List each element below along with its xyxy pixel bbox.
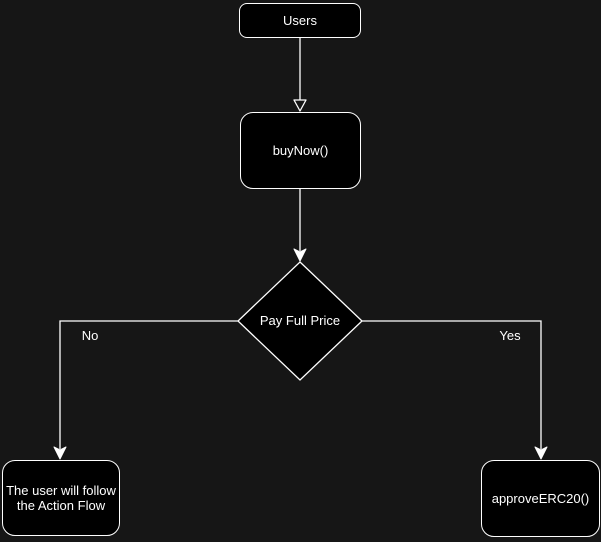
node-users[interactable]: Users [239,3,361,38]
node-decision-label: Pay Full Price [259,313,341,328]
edge-label-no: No [81,328,99,343]
arrowhead-solid-decision [293,248,307,262]
edge-label-yes: Yes [499,328,521,343]
decision-diamond-shape[interactable] [237,261,363,381]
arrowhead-solid-approve [534,446,548,460]
node-approve-label: approveERC20() [491,490,590,506]
arrowhead-solid-action-flow [53,446,67,460]
edge-decision-to-approve [362,320,542,449]
node-action-flow[interactable]: The user will follow the Action Flow [2,460,120,536]
edge-decision-to-action-flow [59,320,238,449]
arrowhead-hollow-buynow [293,99,307,112]
node-buynow-label: buyNow() [272,142,329,158]
node-buynow[interactable]: buyNow() [240,112,361,189]
node-action-flow-label-line2: the Action Flow [16,498,106,513]
node-approve[interactable]: approveERC20() [481,460,600,537]
node-users-label: Users [283,12,317,28]
node-action-flow-label-line1: The user will follow [6,482,116,498]
